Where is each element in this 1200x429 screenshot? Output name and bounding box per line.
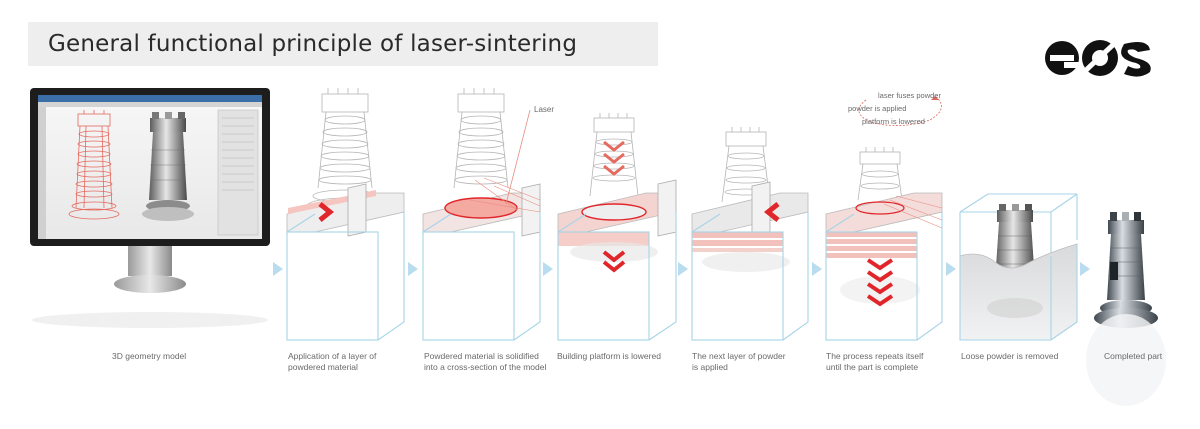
flow-arrow-4 xyxy=(678,262,688,276)
caption-step-1: 3D geometry model xyxy=(112,351,187,361)
flow-arrow-1 xyxy=(273,262,283,276)
step-4-platform-lowered xyxy=(557,113,677,341)
step-6-repeat: laser fuses powder powder is applied pla… xyxy=(825,91,943,341)
laser-label: Laser xyxy=(534,105,554,114)
step-1-monitor xyxy=(30,88,270,328)
title-bar: General functional principle of laser-si… xyxy=(28,22,658,66)
flow-arrow-6 xyxy=(946,262,956,276)
caption-step-8: Completed part xyxy=(1104,351,1163,361)
caption-step-6: The process repeats itself until the par… xyxy=(826,351,924,372)
step-3-solidification: Laser xyxy=(422,88,554,341)
caption-step-4: Building platform is lowered xyxy=(557,351,661,361)
flow-arrows xyxy=(273,262,1090,276)
step-5-next-layer xyxy=(691,127,809,341)
step-2-layer-application xyxy=(286,88,405,341)
flow-arrow-3 xyxy=(543,262,553,276)
caption-step-3: Powdered material is solidified into a c… xyxy=(424,351,547,372)
flow-arrow-5 xyxy=(812,262,822,276)
annotation-laser-fuses: laser fuses powder xyxy=(878,91,941,100)
caption-step-5: The next layer of powder is applied xyxy=(692,351,786,372)
eos-logo-mark xyxy=(1045,40,1151,77)
wireframe-model xyxy=(68,110,120,220)
eos-logo xyxy=(1045,40,1151,77)
step-7-powder-removed xyxy=(959,193,1078,341)
annotation-platform-lowered: platform is lowered xyxy=(862,117,925,126)
cycle-arrow xyxy=(858,95,942,126)
flow-arrow-7 xyxy=(1080,262,1090,276)
annotation-powder-applied: powder is applied xyxy=(848,104,906,113)
solid-model xyxy=(142,112,194,221)
caption-step-7: Loose powder is removed xyxy=(961,351,1059,361)
page-title: General functional principle of laser-si… xyxy=(48,31,578,57)
step-8-completed-part xyxy=(1086,212,1166,406)
flow-arrow-2 xyxy=(408,262,418,276)
caption-step-2: Application of a layer of powdered mater… xyxy=(288,351,377,372)
